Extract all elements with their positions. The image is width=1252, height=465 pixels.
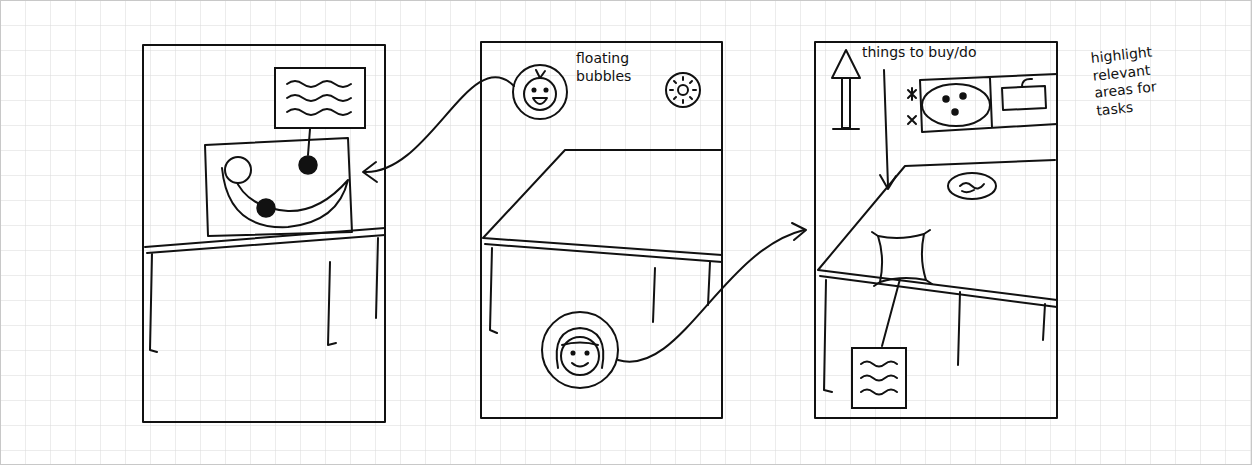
flow-arrow bbox=[618, 230, 804, 362]
screen-dot bbox=[257, 199, 275, 217]
pillow bbox=[878, 234, 926, 282]
panel-frame bbox=[815, 42, 1057, 418]
person-smile bbox=[572, 363, 588, 367]
handwritten-note: floating bubbles bbox=[576, 50, 646, 85]
note-box bbox=[275, 68, 365, 128]
baby-face bbox=[524, 78, 556, 110]
arrow-head bbox=[792, 223, 806, 240]
screen-circle bbox=[225, 157, 251, 183]
plate bbox=[948, 173, 996, 199]
faucet bbox=[1022, 79, 1032, 87]
table-legs bbox=[490, 248, 710, 333]
kitchen-counter bbox=[920, 74, 1057, 132]
gear-hub bbox=[678, 85, 688, 95]
screen-outline bbox=[205, 138, 352, 236]
note-box bbox=[852, 348, 906, 408]
burner bbox=[943, 96, 949, 102]
note-scribble bbox=[861, 362, 897, 395]
lamp-shade bbox=[832, 50, 860, 78]
flow-arrow bbox=[364, 77, 514, 172]
handwritten-note: highlight relevant areas for tasks bbox=[1090, 41, 1181, 119]
eye bbox=[532, 88, 536, 92]
sink bbox=[1002, 86, 1046, 110]
table-top bbox=[818, 160, 1057, 307]
lamp-base bbox=[833, 128, 859, 130]
panel-frame bbox=[481, 42, 722, 418]
eye bbox=[585, 351, 589, 355]
handwritten-note: things to buy/do bbox=[862, 44, 976, 62]
panel-frame bbox=[143, 45, 385, 422]
eye bbox=[571, 351, 575, 355]
panel-three bbox=[815, 42, 1057, 418]
highlight-ring bbox=[922, 84, 990, 126]
note-scribble bbox=[287, 81, 351, 115]
person-bubble bbox=[542, 312, 618, 388]
leader-line bbox=[882, 279, 900, 346]
burner bbox=[952, 109, 958, 115]
panel-two bbox=[481, 42, 722, 418]
burner bbox=[960, 93, 966, 99]
pointer-arrow bbox=[884, 70, 888, 186]
table-legs bbox=[150, 238, 378, 352]
pillow-tufts bbox=[872, 230, 932, 286]
star-mark bbox=[908, 88, 916, 124]
lamp-stem bbox=[842, 78, 850, 128]
panel-one bbox=[143, 45, 385, 422]
baby-bubble bbox=[513, 65, 567, 119]
leader-line bbox=[308, 129, 310, 155]
gear-teeth bbox=[670, 77, 696, 103]
gear-bubble bbox=[666, 73, 700, 107]
arrow-head bbox=[363, 162, 377, 182]
baby-mouth bbox=[533, 98, 547, 104]
baby-hair bbox=[536, 70, 545, 78]
food bbox=[960, 183, 984, 192]
person-hair bbox=[557, 328, 604, 368]
eye bbox=[544, 88, 548, 92]
screen-dot bbox=[299, 156, 317, 174]
table-top bbox=[483, 150, 722, 262]
